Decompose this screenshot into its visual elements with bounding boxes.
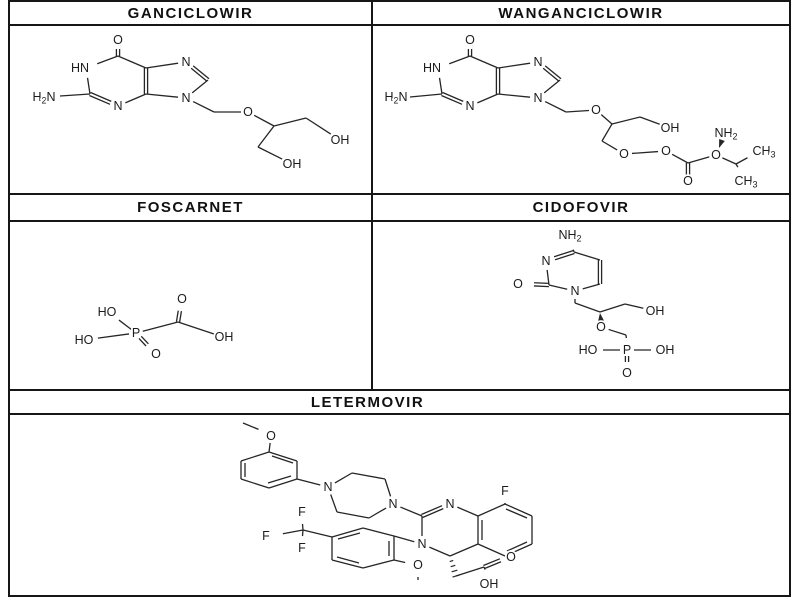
row1-header-bottom-line xyxy=(10,24,789,26)
panel-title-text: GANCICLOWIR xyxy=(127,4,254,22)
row3-header-top-line xyxy=(10,389,789,391)
panel-title-text: FOSCARNET xyxy=(137,199,244,216)
row2-header-top-line xyxy=(10,193,789,195)
panel-title-foscarnet: FOSCARNET xyxy=(10,195,371,220)
panel-title-text: CIDOFOVIR xyxy=(532,199,630,216)
figure-outer-border xyxy=(8,0,791,597)
panel-title-wanganciclowir: WANGANCICLOWIR xyxy=(373,2,789,24)
row2-header-bottom-line xyxy=(10,220,789,222)
panel-title-text: LETERMOVIR xyxy=(310,393,425,411)
row3-header-bottom-line xyxy=(10,413,789,415)
panel-title-ganciclowir: GANCICLOWIR xyxy=(10,2,371,24)
panel-title-cidofovir: CIDOFOVIR xyxy=(373,195,789,220)
panel-title-letermovir: LETERMOVIR xyxy=(10,391,789,413)
panel-title-text: WANGANCICLOWIR xyxy=(498,4,664,22)
vertical-divider xyxy=(371,2,373,389)
